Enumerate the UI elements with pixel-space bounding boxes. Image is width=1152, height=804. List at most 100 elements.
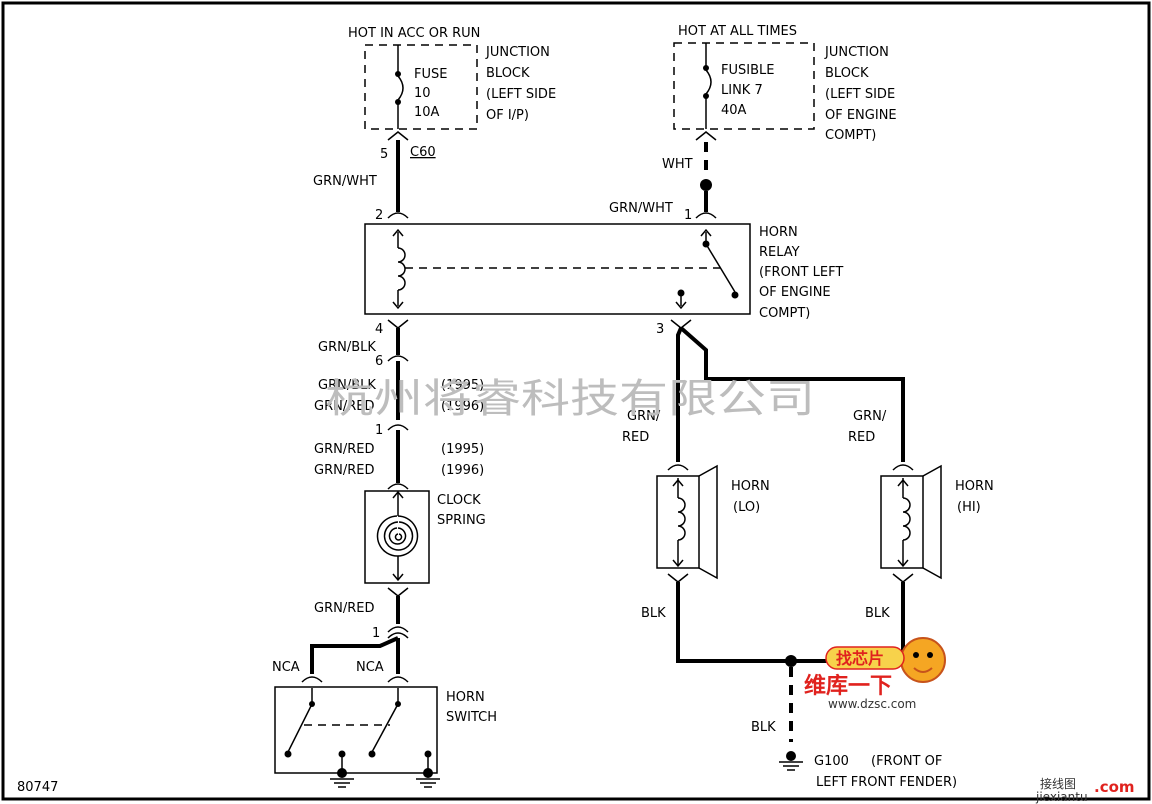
- mascot-icon: [900, 637, 946, 683]
- clock-spring-label-2: SPRING: [437, 513, 486, 528]
- fuse-junction-block: [364, 44, 478, 130]
- splice-wht: [700, 179, 712, 191]
- wire-grn-red-horns: [679, 326, 905, 462]
- fusible-block-location-5: COMPT): [825, 128, 876, 143]
- corner-logo: 接线图 .com jiexiantu: [1035, 776, 1135, 804]
- wire-label-grn-wht-right: GRN/WHT: [609, 201, 673, 216]
- wire-label-grn-red-hi-2: RED: [848, 430, 875, 445]
- relay-coil: [392, 228, 406, 310]
- year-1996-b: (1996): [441, 463, 484, 478]
- corner-logo-cn: 接线图: [1040, 776, 1076, 791]
- corner-logo-url: jiexiantu: [1035, 790, 1088, 804]
- clock-spring-box: [364, 490, 430, 584]
- horn-relay-label-5: COMPT): [759, 306, 810, 321]
- wire-label-wht: WHT: [662, 157, 693, 172]
- wire-label-grn-wht-left: GRN/WHT: [313, 174, 377, 189]
- horn-hi-label-2: (HI): [957, 500, 981, 515]
- wire-label-grn-blk-2: GRN/BLK: [318, 378, 376, 393]
- fusible-label-line2: LINK 7: [721, 83, 763, 98]
- wire-label-grn-blk-1: GRN/BLK: [318, 340, 376, 355]
- connector-c60-label: C60: [410, 145, 436, 160]
- relay-pin-2: 2: [375, 208, 383, 223]
- horn-relay-label-1: HORN: [759, 225, 798, 240]
- fuse-label-line2: 10: [414, 86, 431, 101]
- wire-blk-lo: [676, 582, 791, 663]
- fuse-10-symbol: [395, 45, 404, 129]
- horn-relay-box: [364, 223, 751, 315]
- logo-url: www.dzsc.com: [828, 697, 916, 711]
- horn-switch-box: [274, 686, 438, 774]
- fusible-block-supply-label: HOT AT ALL TIMES: [678, 24, 797, 39]
- wire-label-nca-2: NCA: [356, 660, 384, 675]
- relay-pin-4: 4: [375, 322, 383, 337]
- fuse-label-line1: FUSE: [414, 67, 447, 82]
- wire-label-blk-lo: BLK: [641, 606, 666, 621]
- wire-label-grn-red-lo-1: GRN/: [627, 409, 661, 424]
- fuse-block-supply-label: HOT IN ACC OR RUN: [348, 26, 480, 41]
- connector-pin-1-mid: 1: [375, 423, 383, 438]
- year-1996-a: (1996): [441, 399, 484, 414]
- wire-label-nca-1: NCA: [272, 660, 300, 675]
- fusible-link-symbol: [703, 43, 712, 129]
- wire-label-grn-red-2: GRN/RED: [314, 442, 374, 457]
- connector-pin-6: 6: [375, 354, 383, 369]
- fusible-block-location-3: (LEFT SIDE: [825, 87, 895, 102]
- horn-relay-label-2: RELAY: [759, 245, 800, 260]
- year-1995-b: (1995): [441, 442, 484, 457]
- ground-label-1: G100: [814, 754, 849, 769]
- wire-label-blk-hi: BLK: [865, 606, 890, 621]
- relay-contact: [675, 228, 739, 310]
- year-1995-a: (1995): [441, 378, 484, 393]
- horn-relay-label-3: (FRONT LEFT: [759, 265, 843, 280]
- relay-pin-1: 1: [684, 208, 692, 223]
- wire-nca-left: [310, 636, 399, 674]
- logo-main: 维库一下: [804, 673, 892, 699]
- wire-label-grn-red-3: GRN/RED: [314, 463, 374, 478]
- clock-spring-label-1: CLOCK: [437, 493, 481, 508]
- fusible-label-line3: 40A: [721, 103, 747, 118]
- horn-lo-bell: [698, 464, 718, 580]
- fusible-block-location-1: JUNCTION: [824, 45, 889, 60]
- horn-relay-label-4: OF ENGINE: [759, 285, 831, 300]
- wire-label-grn-red-hi-1: GRN/: [853, 409, 887, 424]
- fuse-block-location-3: (LEFT SIDE: [486, 87, 556, 102]
- splice-blk: [785, 655, 797, 667]
- wire-label-grn-red-1: GRN/RED: [314, 399, 374, 414]
- horn-switch-contacts: [284, 688, 432, 773]
- horn-hi-box: [880, 475, 924, 569]
- fusible-block-location-4: OF ENGINE: [825, 108, 897, 123]
- switch-ground-icon-left: [330, 768, 354, 788]
- fuse-block-location-4: OF I/P): [486, 108, 529, 123]
- ground-label-3: LEFT FRONT FENDER): [816, 775, 957, 790]
- fuse-label-line3: 10A: [414, 105, 440, 120]
- fusible-block-location-2: BLOCK: [825, 66, 869, 81]
- corner-logo-dot: .com: [1094, 778, 1135, 796]
- horn-hi-bell: [922, 464, 942, 580]
- watermark: 杭州将睿科技有限公司: [325, 376, 815, 422]
- ground-label-2: (FRONT OF: [871, 754, 942, 769]
- horn-lo-coil: [672, 478, 686, 568]
- connector-c60-pin: 5: [380, 147, 388, 162]
- horn-hi-coil: [897, 478, 911, 568]
- diagram-id: 80747: [17, 780, 58, 795]
- fuse-block-location-1: JUNCTION: [485, 45, 550, 60]
- horn-switch-label-1: HORN: [446, 690, 485, 705]
- connector-pin-1-switch: 1: [372, 626, 380, 641]
- clock-spring-icon: [376, 490, 419, 582]
- ground-g100-icon: [779, 751, 803, 771]
- dzsc-logo: 找芯片 维库一下 www.dzsc.com: [804, 637, 946, 711]
- connector-c60-symbol: [387, 131, 409, 141]
- wire-label-grn-red-lo-2: RED: [622, 430, 649, 445]
- fusible-label-line1: FUSIBLE: [721, 63, 774, 78]
- logo-badge: 找芯片: [836, 649, 884, 668]
- horn-hi-label-1: HORN: [955, 479, 994, 494]
- fusible-junction-block: [673, 42, 815, 130]
- relay-pin-3: 3: [656, 322, 664, 337]
- switch-ground-icon-right: [416, 768, 440, 788]
- wire-label-blk-ground: BLK: [751, 720, 776, 735]
- wire-label-grn-red-4: GRN/RED: [314, 601, 374, 616]
- horn-lo-label-1: HORN: [731, 479, 770, 494]
- horn-switch-label-2: SWITCH: [446, 710, 497, 725]
